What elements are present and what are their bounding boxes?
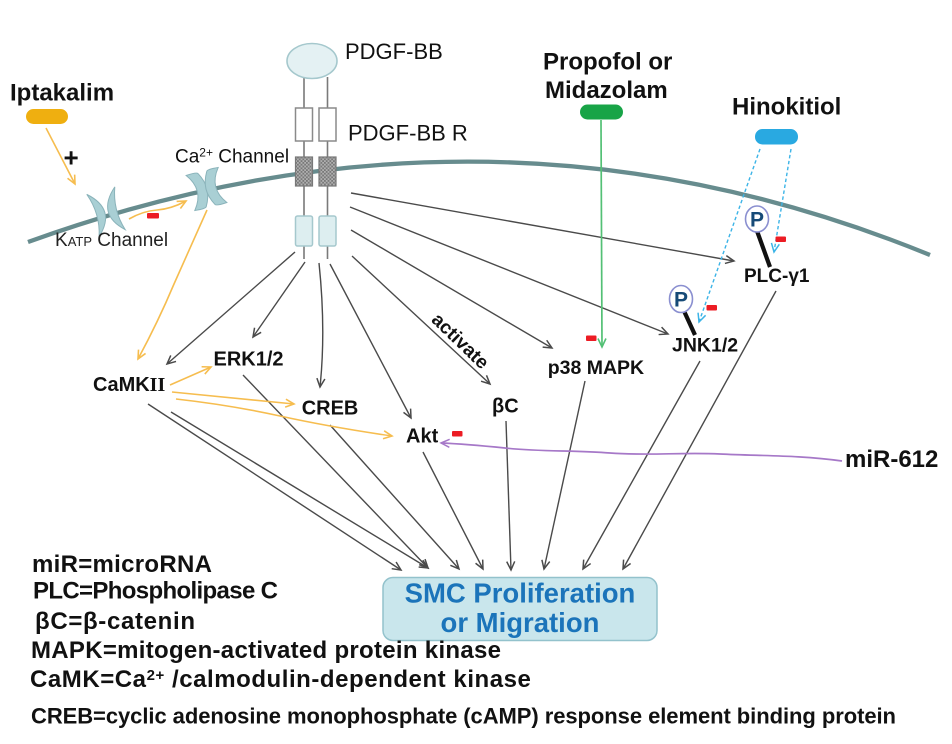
svg-text:SMC Proliferation: SMC Proliferation [405,578,636,609]
svg-text:Propofol or: Propofol or [543,49,672,76]
svg-text:CaMKII: CaMKII [93,374,165,396]
svg-text:PLC-γ1: PLC-γ1 [744,266,810,287]
svg-text:miR-612: miR-612 [845,446,938,473]
svg-text:or Migration: or Migration [441,607,600,638]
svg-text:Akt: Akt [406,426,439,448]
svg-text:ERK1/2: ERK1/2 [214,349,284,371]
svg-text:PLC=Phospholipase C: PLC=Phospholipase C [33,578,278,605]
svg-text:miR=microRNA: miR=microRNA [32,551,212,578]
svg-text:p38 MAPK: p38 MAPK [548,357,644,379]
svg-text:CaMK=Ca2+ /calmodulin-dependen: CaMK=Ca2+ /calmodulin-dependent kinase [30,666,531,693]
svg-text:P: P [674,289,688,312]
svg-text:Ca2+ Channel: Ca2+ Channel [175,146,289,168]
svg-text:P: P [750,209,764,232]
svg-text:Iptakalim: Iptakalim [10,80,114,107]
svg-text:CREB=cyclic adenosine monophos: CREB=cyclic adenosine monophosphate (cAM… [31,704,896,729]
svg-text:KATP Channel: KATP Channel [55,230,168,251]
svg-text:Midazolam: Midazolam [545,77,668,104]
svg-text:JNK1/2: JNK1/2 [672,334,738,356]
svg-text:PDGF-BB R: PDGF-BB R [348,121,468,146]
svg-text:βC=β-catenin: βC=β-catenin [35,608,195,635]
svg-text:+: + [64,143,79,173]
svg-text:PDGF-BB: PDGF-BB [345,39,443,64]
svg-text:CREB: CREB [302,397,359,419]
svg-text:βC: βC [492,396,519,418]
svg-text:Hinokitiol: Hinokitiol [732,94,841,121]
svg-text:MAPK=mitogen-activated protein: MAPK=mitogen-activated protein kinase [31,637,501,664]
